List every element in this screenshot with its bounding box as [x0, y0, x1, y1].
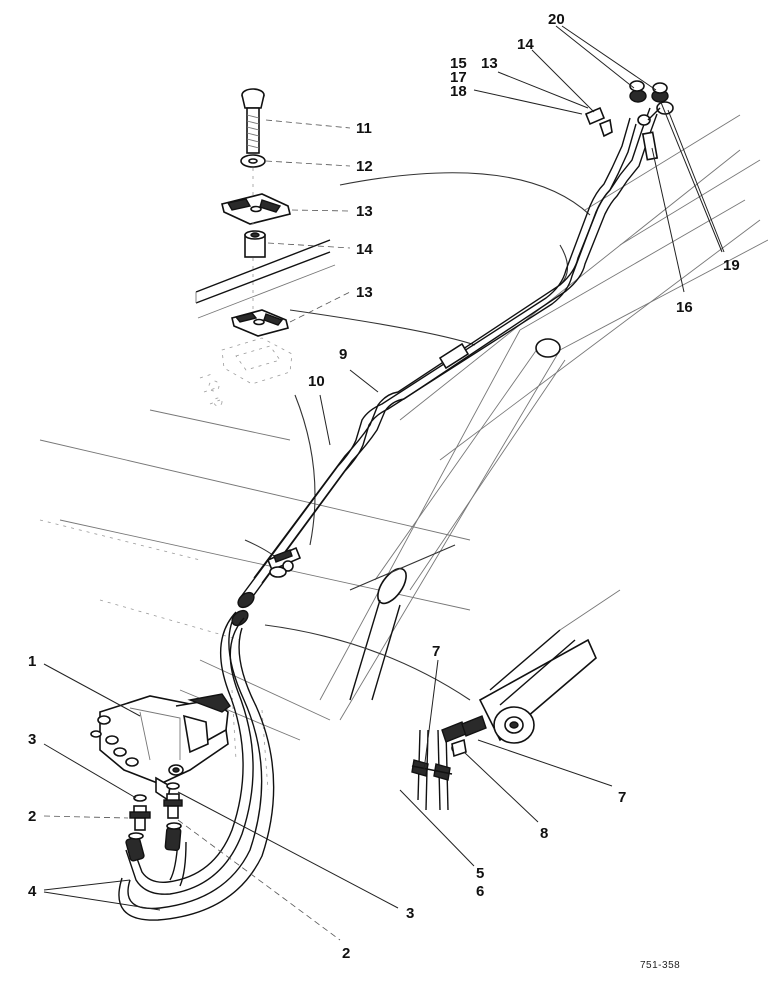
leader-14-top [531, 49, 595, 113]
rigid-pipe-10 [239, 117, 637, 604]
callout-15: 15 [450, 55, 467, 72]
mounting-plate-ghost [199, 337, 293, 407]
callout-2-right: 2 [342, 945, 350, 962]
pipe-end-fittings [629, 80, 674, 126]
leader-20-b [561, 25, 657, 91]
leader-7-left [423, 659, 439, 771]
callout-14-left: 14 [356, 241, 373, 258]
leader-11 [265, 119, 351, 129]
leader-4-a [43, 879, 131, 891]
boom-outline [39, 114, 768, 741]
drawing-reference: 751-358 [640, 960, 680, 971]
dipper-cylinder [478, 589, 621, 744]
leader-3-left [43, 743, 137, 799]
spacer-sleeve [244, 230, 266, 258]
pipe-clamp-middle [266, 342, 470, 572]
callout-7-right: 7 [618, 789, 626, 806]
boom-cylinder [349, 338, 566, 701]
callout-10: 10 [308, 373, 325, 390]
callout-13-lower: 13 [356, 284, 373, 301]
pipe-couplings [231, 566, 287, 627]
callout-6: 6 [476, 883, 484, 900]
leader-2-left [43, 815, 129, 819]
section-arcs [244, 172, 591, 701]
adaptor-right [163, 782, 183, 819]
callout-3-left: 3 [28, 731, 36, 748]
frame-bar [195, 239, 336, 319]
callout-20: 20 [548, 11, 565, 28]
clamp-parts-exploded [441, 715, 487, 758]
leader-13-top-right [497, 71, 589, 109]
adaptor-left [129, 794, 151, 831]
leader-9 [349, 369, 379, 393]
flexible-hoses [118, 611, 275, 921]
leader-5 [399, 789, 475, 867]
leader-14-left [267, 242, 351, 249]
upper-clamp-assembly [195, 88, 336, 407]
leader-lines [43, 25, 725, 941]
callout-9: 9 [339, 346, 347, 363]
leader-7-right [477, 739, 613, 787]
callout-11: 11 [356, 120, 372, 137]
callout-17: 17 [450, 69, 467, 86]
leader-4-b [43, 891, 161, 911]
hose-end-fittings [125, 822, 182, 862]
callout-4: 4 [28, 883, 37, 900]
callout-19: 19 [723, 257, 740, 274]
leader-2-right [177, 819, 341, 941]
leader-19-a [659, 99, 723, 253]
callout-2-left: 2 [28, 808, 36, 825]
lower-clamp [411, 759, 453, 781]
leader-3-right [177, 791, 399, 909]
callout-5: 5 [476, 865, 484, 882]
leader-20-a [555, 25, 635, 89]
washer [240, 154, 266, 168]
clamp-half-bottom [231, 309, 289, 337]
callout-18: 18 [450, 83, 467, 100]
top-clip-parts [584, 106, 659, 161]
leader-12 [265, 160, 351, 167]
bolt [241, 88, 265, 154]
callout-12: 12 [356, 158, 373, 175]
leader-18 [473, 89, 583, 115]
callout-8: 8 [540, 825, 548, 842]
control-valve [90, 693, 231, 802]
leader-8 [463, 751, 539, 823]
leader-1 [43, 663, 141, 717]
callout-13-upper: 13 [356, 203, 373, 220]
leader-13-bottom [289, 291, 351, 323]
callout-labels: 11 12 13 14 13 9 10 1 3 2 4 3 2 7 5 6 7 … [28, 11, 740, 971]
clamp-half-top [221, 193, 291, 225]
leader-16 [651, 147, 685, 293]
leader-13-top [291, 209, 351, 212]
leader-10 [319, 394, 331, 446]
callout-7-left: 7 [432, 643, 440, 660]
callout-3-right: 3 [406, 905, 414, 922]
leader-19-b [667, 109, 725, 253]
callout-1: 1 [28, 653, 36, 670]
callout-14-top: 14 [517, 36, 534, 53]
callout-16: 16 [676, 299, 693, 316]
callout-13-top-right: 13 [481, 55, 498, 72]
